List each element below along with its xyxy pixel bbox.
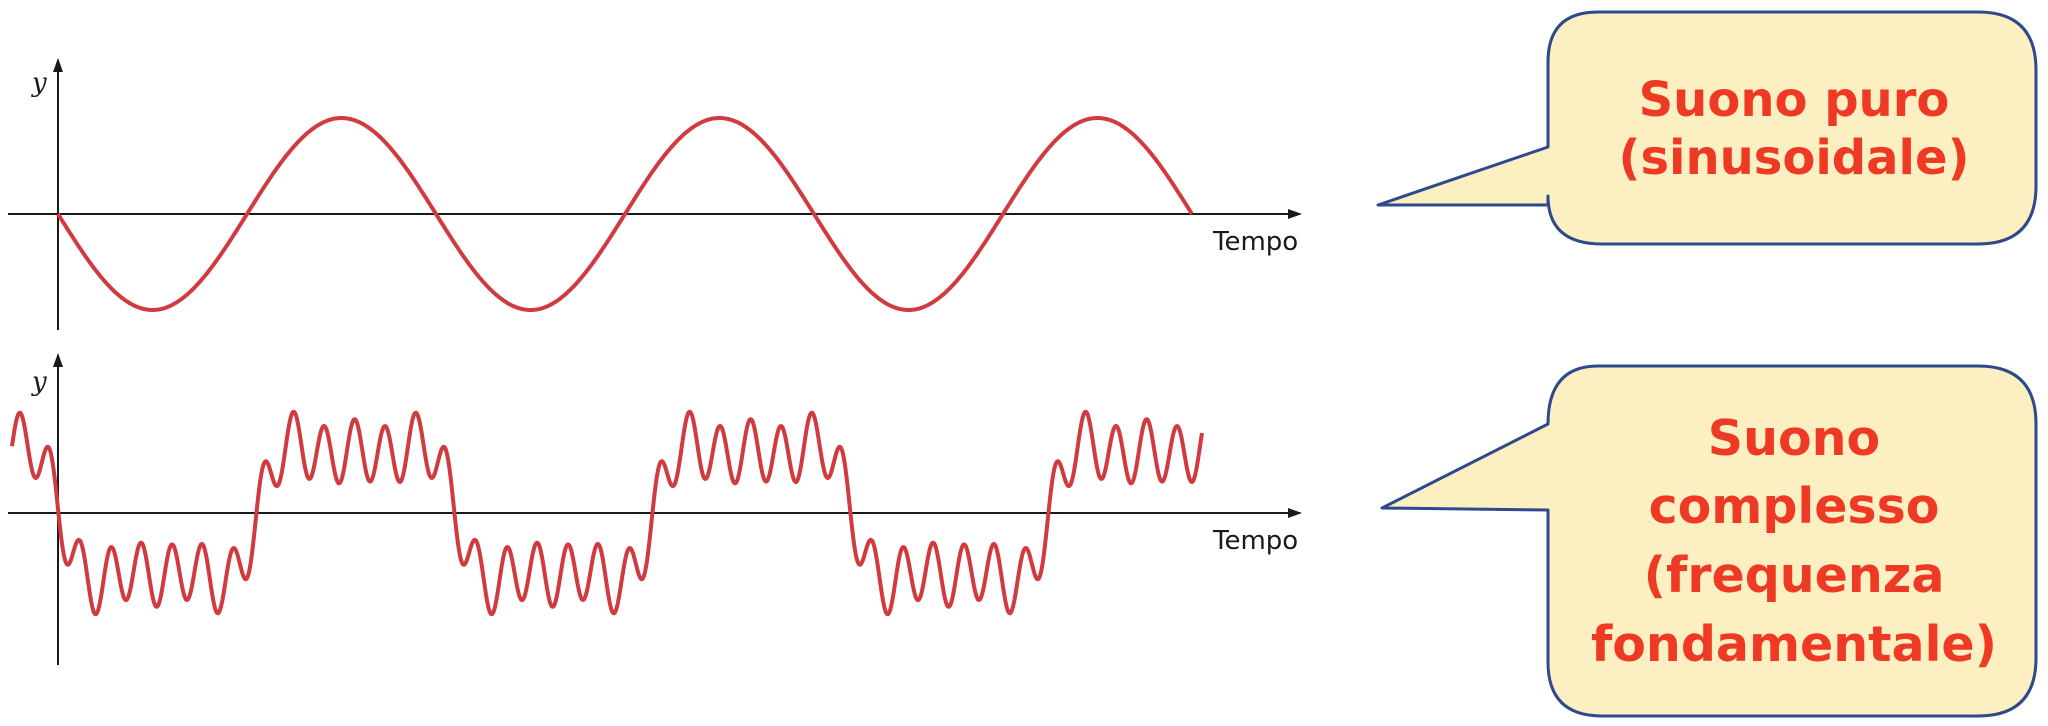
pure-tone-graph: y Tempo — [8, 58, 1302, 330]
callout-complex-line4: fondamentale) — [1590, 615, 1998, 673]
complex-tone-y-label: y — [31, 367, 47, 397]
callout-pure-line2: (sinusoidale) — [1618, 130, 1970, 186]
pure-tone-y-label: y — [31, 68, 47, 98]
callout-complex-line1: Suono — [1707, 409, 1881, 467]
complex-tone-x-label: Tempo — [1212, 526, 1298, 556]
callout-bubble-pure — [1376, 10, 2038, 246]
callout-complex-line3: (frequenza — [1643, 547, 1945, 604]
callout-bubble-complex — [1380, 364, 2038, 718]
pure-tone-x-label: Tempo — [1212, 227, 1298, 257]
pure-sine-wave — [56, 116, 1194, 312]
callout-complex-line2: complesso — [1648, 478, 1940, 536]
complex-tone-graph: y Tempo — [8, 353, 1302, 665]
callout-complex-tone: Suono complesso (frequenza fondamentale) — [1552, 370, 2036, 714]
callout-pure-line1: Suono puro — [1638, 72, 1950, 129]
complex-wave — [10, 409, 1204, 617]
callout-pure-tone: Suono puro (sinusoidale) — [1552, 18, 2036, 242]
